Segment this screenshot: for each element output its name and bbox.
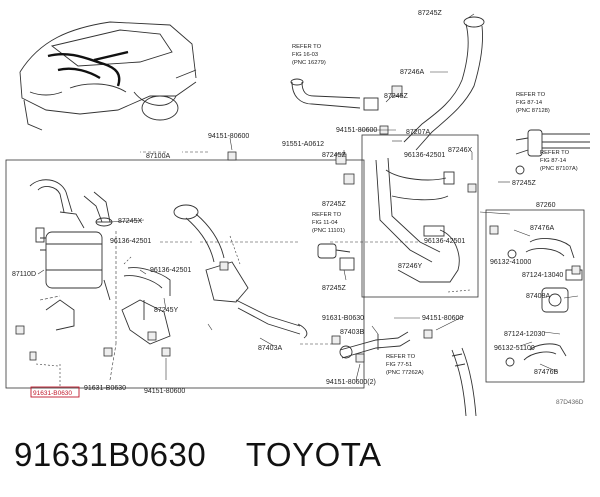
refer-fig-77-51-fig: FIG 77-51	[386, 362, 412, 368]
label-91631-b0630-b: 91631-B0630	[84, 385, 126, 392]
label-87246y: 87246Y	[398, 263, 422, 270]
label-96136-42501-d: 96136-42501	[150, 267, 191, 274]
vehicle-sketch	[19, 21, 197, 131]
label-87124-13040: 87124-13040	[522, 272, 563, 279]
label-87245z-b: 87245Z	[322, 152, 346, 159]
refer-fig-16-03: REFER TO	[292, 44, 322, 50]
fasteners	[15, 85, 581, 363]
assembly-frame-87100a	[5, 159, 365, 389]
label-87100a: 87100A	[146, 153, 170, 160]
refer-fig-11-04: REFER TO	[312, 212, 342, 218]
label-94151-80600-c: 94151-80600	[422, 315, 463, 322]
assembly-87207a	[375, 157, 460, 283]
label-94151-80600-2: 94151-80600(2)	[326, 379, 376, 386]
label-94151-80600-b: 94151-80600	[336, 127, 377, 134]
label-96132-51100: 96132-51100	[494, 345, 535, 352]
pipe-87403b	[339, 331, 411, 359]
vehicle-hose-routing	[47, 50, 129, 87]
part-number: 91631B0630	[14, 436, 207, 473]
label-94151-80600-a: 94151-80600	[208, 133, 249, 140]
refer-fig-77-51: REFER TO	[386, 354, 416, 360]
part-caption: 91631B0630 TOYOTA	[14, 436, 382, 476]
hose-87245x	[95, 217, 113, 227]
hose-87246a	[403, 16, 485, 151]
label-87245z-a: 87245Z	[384, 93, 408, 100]
label-96136-42501-a: 96136-42501	[404, 152, 445, 159]
label-87245z-top: 87245Z	[418, 10, 442, 17]
pipe-87403a	[173, 204, 308, 339]
bracket-87245y	[121, 267, 171, 345]
label-87245z-e: 87245Z	[322, 285, 346, 292]
label-87245z-c: 87245Z	[512, 180, 536, 187]
label-96136-42501-c: 96136-42501	[424, 238, 465, 245]
label-87260: 87260	[536, 202, 556, 209]
hose-87246y	[317, 243, 355, 271]
label-87476b: 87476B	[534, 369, 558, 376]
label-96136-42501-b: 96136-42501	[110, 238, 151, 245]
refer-fig-11-04-pnc: (PNC 11101)	[312, 228, 345, 234]
assembly-frame-87260	[485, 209, 585, 383]
pipe-fig-16-03	[290, 78, 379, 111]
drawing-code: 87D436D	[556, 399, 584, 406]
refer-fig-16-03-pnc: (PNC 16279)	[292, 60, 326, 66]
leader-lines	[35, 13, 579, 388]
refer-fig-87-14-b-pnc: (PNC 87107A)	[540, 166, 578, 172]
refer-fig-77-51-pnc: (PNC 77262A)	[386, 370, 424, 376]
bracket-fig-87-14	[515, 129, 590, 175]
assembly-frame-87207a	[361, 134, 479, 298]
highlight-box	[30, 386, 80, 398]
pipe-fig-77-51	[451, 347, 477, 417]
label-94151-80600-d: 94151-80600	[144, 388, 185, 395]
label-87124-12030: 87124-12030	[504, 331, 545, 338]
label-91551-a0612: 91551-A0612	[282, 141, 324, 148]
label-87207a: 87207A	[406, 129, 430, 136]
label-87110d: 87110D	[12, 271, 36, 278]
label-87245y: 87245Y	[154, 307, 178, 314]
label-91631-b0630-highlighted: 91631-B0630	[33, 390, 72, 397]
label-96132-41000: 96132-41000	[490, 259, 531, 266]
assembly-87260-parts	[505, 238, 583, 367]
label-87245x: 87245X	[118, 218, 142, 225]
refer-fig-87-14-a: REFER TO	[516, 92, 546, 98]
refer-fig-87-14-b: REFER TO	[540, 150, 570, 156]
label-87246x: 87246X	[448, 147, 472, 154]
refer-fig-11-04-fig: FIG 11-04	[312, 220, 338, 226]
label-91631-b0630-a: 91631-B0630	[322, 315, 364, 322]
label-87246a: 87246A	[400, 69, 424, 76]
label-87245z-d: 87245Z	[322, 201, 346, 208]
label-87403b: 87403B	[340, 329, 364, 336]
brand-name: TOYOTA	[245, 436, 382, 473]
refer-fig-87-14-a-pnc: (PNC 87128)	[516, 108, 550, 114]
label-87403a: 87403A	[258, 345, 282, 352]
label-87408a: 87408A	[526, 293, 550, 300]
part-labels: 87245Z 87246A REFER TO FIG 16-03 (PNC 16…	[12, 10, 584, 406]
parts-diagram: 87245Z 87246A REFER TO FIG 16-03 (PNC 16…	[5, 10, 590, 417]
tank-87100a	[29, 179, 111, 331]
refer-fig-87-14-b-fig: FIG 87-14	[540, 158, 567, 164]
label-87476a: 87476A	[530, 225, 554, 232]
refer-fig-87-14-a-fig: FIG 87-14	[516, 100, 543, 106]
refer-fig-16-03-fig: FIG 16-03	[292, 52, 318, 58]
